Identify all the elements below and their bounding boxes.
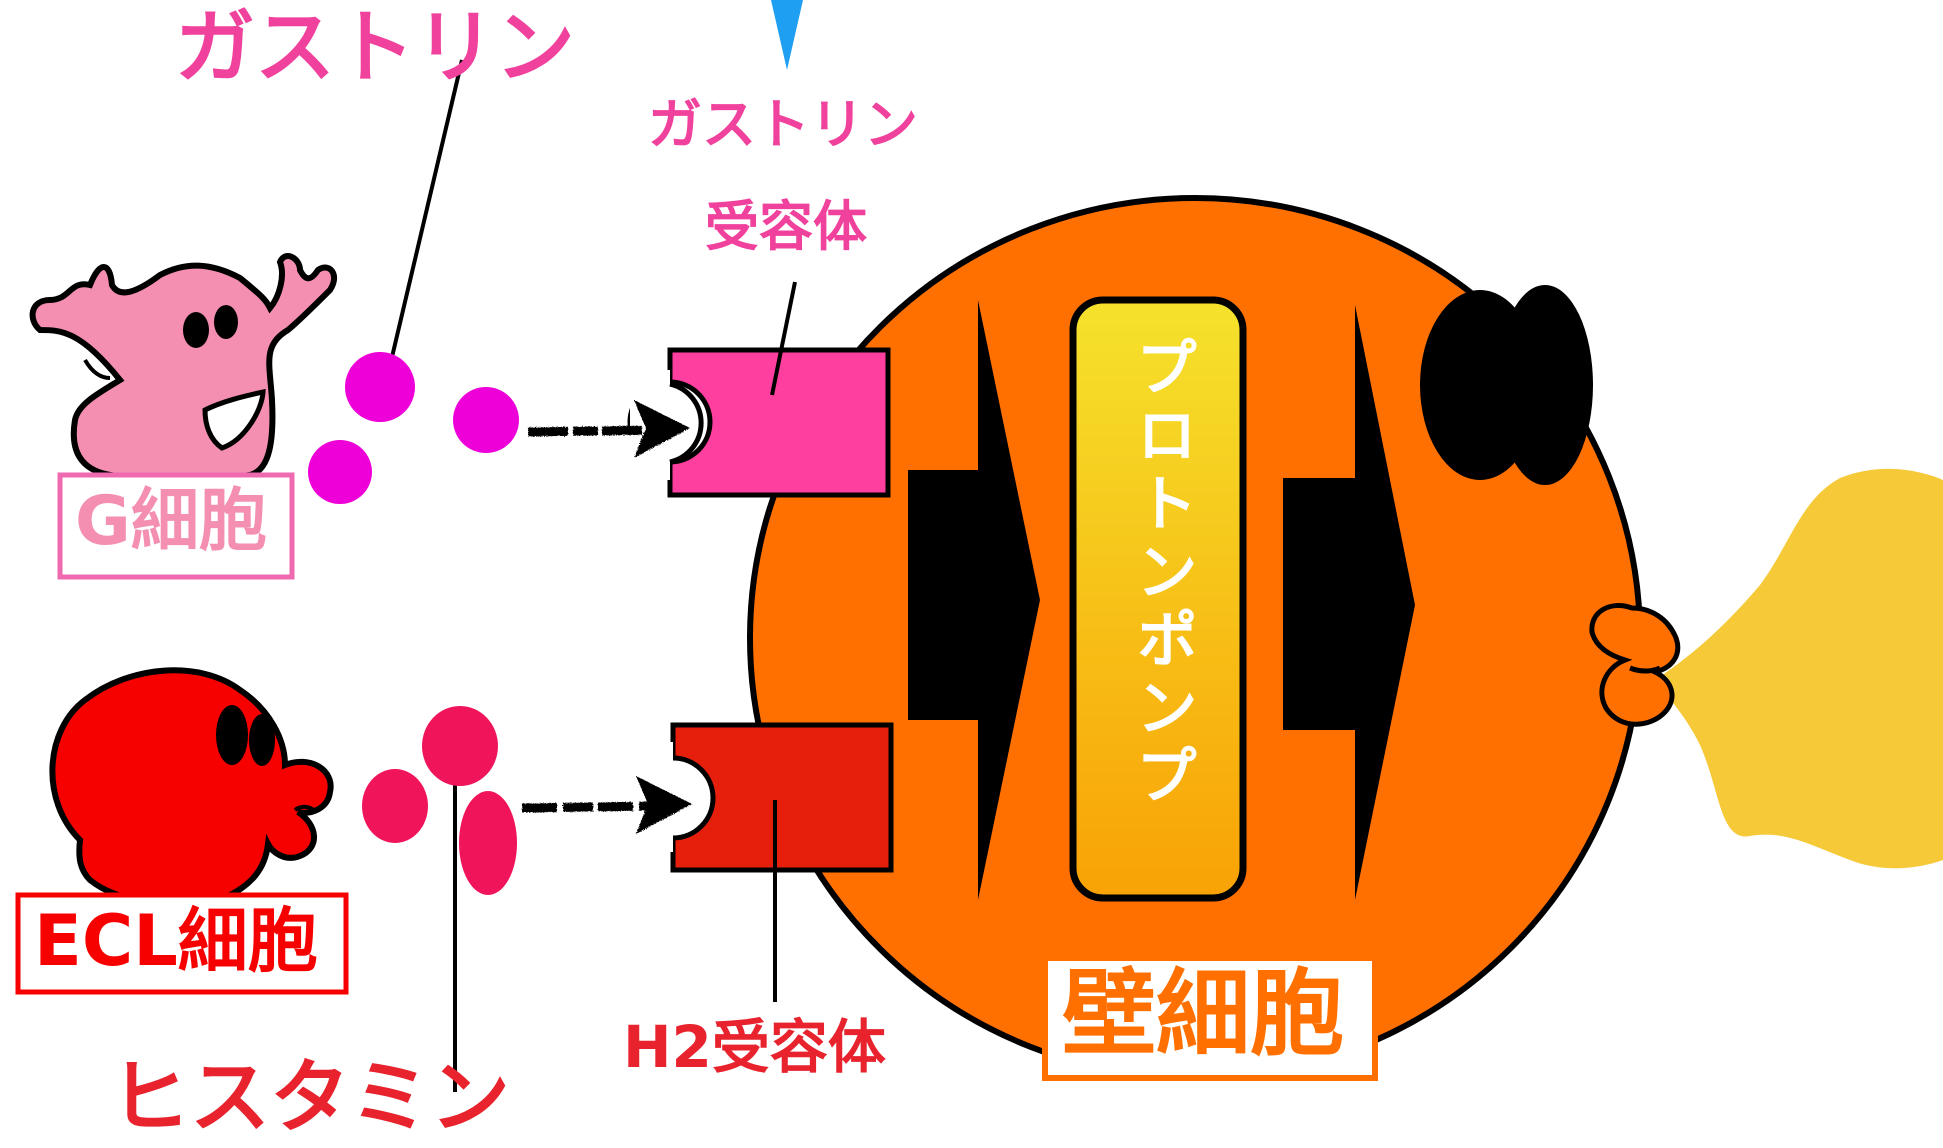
g-cell-mouth — [202, 388, 266, 451]
gastrin-arrow — [527, 400, 690, 458]
parietal-cell-label-frame — [1042, 955, 1378, 1081]
g-cell-character-icon — [29, 253, 338, 483]
g-cell-eye-right — [214, 305, 238, 339]
gastrin-receptor-leader-line — [770, 281, 797, 396]
histamine-particles — [362, 706, 517, 895]
proton-pump-label: プロトンポンプ — [1125, 335, 1198, 811]
pump-arrow-left — [908, 300, 1040, 900]
parietal-eye-right — [1497, 285, 1593, 485]
h2-receptor-label: H2受容体 — [623, 1013, 886, 1081]
proton-pump — [1069, 296, 1247, 902]
g-cell-label: G細胞 — [75, 482, 267, 561]
gastrin-particles — [308, 352, 519, 504]
histamine-arrow — [521, 776, 692, 834]
h2-receptor — [633, 722, 894, 873]
gastrin-receptor-label-line1: ガストリン — [648, 93, 918, 156]
ecl-cell-character-icon — [49, 667, 334, 908]
parietal-cell-label: 壁細胞 — [1062, 960, 1345, 1069]
blue-pointer-icon — [771, 0, 803, 70]
ecl-cell-label-frame — [15, 892, 349, 995]
ecl-cell-eye-left — [216, 705, 248, 765]
acid-cloud — [1655, 468, 1943, 869]
g-cell-label-frame — [57, 472, 295, 580]
histamine-label: ヒスタミン — [110, 1051, 510, 1144]
gastrin-leader-line — [378, 59, 464, 409]
leader-lines — [378, 59, 797, 1092]
gastrin-receptor-label-line2: 受容体 — [705, 195, 867, 258]
g-cell-eye-left — [183, 312, 209, 348]
ecl-cell-eye-right — [249, 714, 275, 766]
pump-arrow-right — [1283, 305, 1415, 900]
gastrin-label: ガストリン — [175, 1, 575, 94]
ecl-cell-label: ECL細胞 — [34, 900, 318, 982]
